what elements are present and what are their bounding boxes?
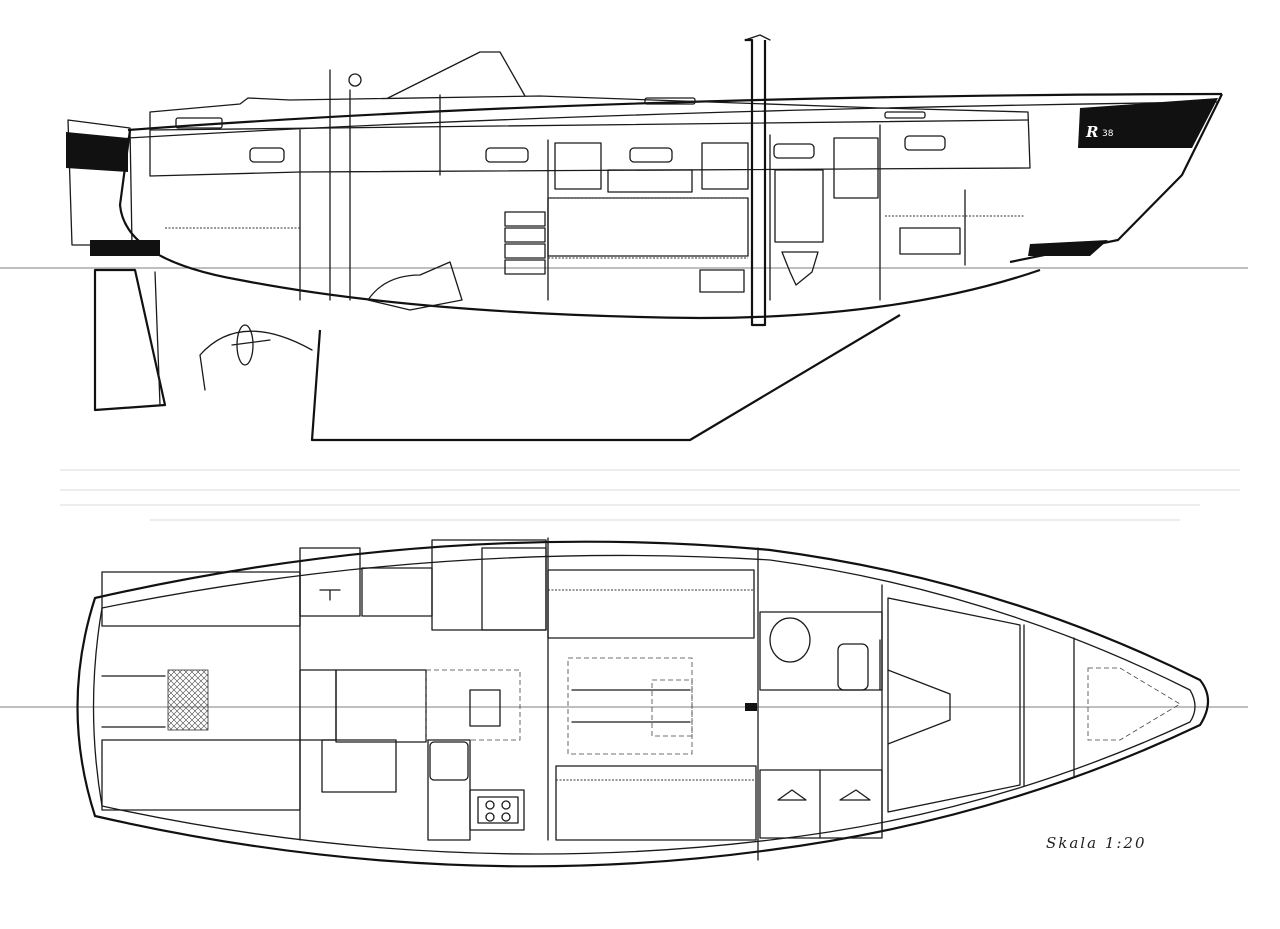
hanging-lockers <box>759 769 883 839</box>
keel <box>310 314 901 442</box>
cabin-trunk <box>149 95 1031 177</box>
sheer-line-inner <box>127 101 1219 139</box>
quarter-lockers <box>299 539 547 631</box>
profile-view: R 38 <box>0 34 1248 521</box>
profile-cabinets <box>547 137 961 293</box>
plan-hull-inner <box>92 554 1196 855</box>
saloon <box>547 537 759 861</box>
fore-cabin <box>881 584 1025 831</box>
plan-head <box>759 611 883 691</box>
sheer-line <box>127 92 1223 132</box>
profile-toilet <box>781 251 819 286</box>
bow-boot-stripe <box>1028 240 1108 256</box>
profile-bulkheads <box>299 94 966 301</box>
aft-cabin <box>101 559 301 841</box>
nav-station <box>299 669 521 793</box>
profile-cushions <box>165 197 1025 259</box>
mast <box>745 38 767 327</box>
transom-stripe-top <box>66 132 128 172</box>
hull-mark-symbol: R <box>1085 123 1098 141</box>
chain-locker <box>1087 667 1181 741</box>
bow-stripe <box>1078 98 1218 148</box>
propeller <box>231 324 271 366</box>
plan-view: Skala 1:20 <box>0 537 1248 868</box>
plan-hull-outline <box>76 540 1210 868</box>
construction-lines <box>60 469 1240 521</box>
hull-underbody <box>118 129 1041 320</box>
galley-drawers <box>504 211 546 275</box>
hull-mark-number: 38 <box>1102 129 1114 139</box>
mast-step <box>745 703 757 711</box>
hull-mark: R 38 <box>1085 123 1114 141</box>
rudder <box>93 268 167 412</box>
plan-galley <box>427 739 525 841</box>
sprayhood <box>387 51 526 99</box>
portlights <box>175 97 946 163</box>
engine <box>367 261 463 311</box>
scale-label: Skala 1:20 <box>1046 834 1147 852</box>
